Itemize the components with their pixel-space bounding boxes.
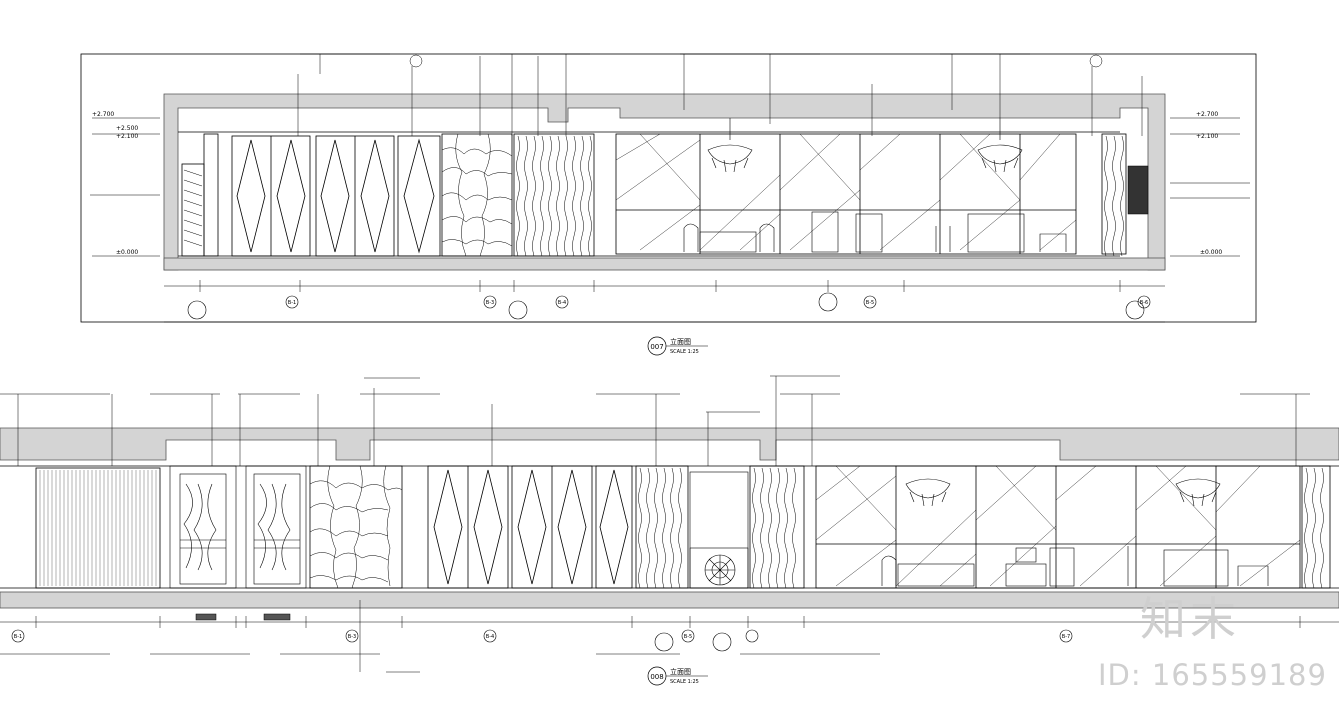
wave-texture-panel-2 bbox=[1101, 133, 1149, 257]
rosette-ornament bbox=[689, 471, 749, 589]
dimension-lines-top bbox=[164, 280, 1165, 323]
svg-text:B-4: B-4 bbox=[558, 300, 566, 306]
elevation-008-title: 008 立面图 SCALE 1:25 bbox=[647, 666, 708, 686]
elevation-007 bbox=[80, 53, 1257, 323]
stone-mosaic-panel-bottom bbox=[309, 465, 403, 589]
watermark-id: ID: 165559189 bbox=[1098, 658, 1327, 692]
svg-text:B-5: B-5 bbox=[866, 300, 874, 306]
svg-text:B-3: B-3 bbox=[486, 300, 494, 306]
svg-text:B-7: B-7 bbox=[1062, 634, 1070, 640]
chandelier-icon bbox=[707, 118, 1023, 173]
mirror-wall-bottom bbox=[815, 465, 1301, 589]
svg-text:+2.700: +2.700 bbox=[1196, 111, 1218, 118]
decorative-panel-left bbox=[183, 169, 203, 247]
section-tag-labels-top: B-1 B-3 B-4 B-5 B-6 bbox=[288, 300, 1148, 306]
dimension-lines-bottom bbox=[0, 600, 1339, 673]
carved-doors bbox=[169, 465, 307, 589]
svg-text:B-4: B-4 bbox=[486, 634, 494, 640]
ceiling-soffit bbox=[163, 93, 1166, 271]
stone-mosaic-panel bbox=[441, 133, 513, 257]
elevation-008-title-text: 立面图 bbox=[670, 667, 691, 676]
elevation-008-scale: SCALE 1:25 bbox=[670, 679, 699, 685]
ceiling-soffit-bottom bbox=[0, 427, 1339, 461]
mirror-wall bbox=[615, 133, 1077, 255]
floor-band bbox=[163, 257, 1166, 271]
level-markers-top bbox=[90, 117, 1250, 257]
elevation-008-number: 008 bbox=[650, 673, 663, 681]
watermark-logo: 知末 bbox=[1140, 592, 1240, 646]
chandelier-icon bbox=[905, 478, 1221, 507]
svg-text:B-5: B-5 bbox=[684, 634, 692, 640]
floor-band-bottom bbox=[0, 591, 1339, 609]
elevation-007-title-text: 立面图 bbox=[670, 337, 691, 346]
svg-text:B-6: B-6 bbox=[1140, 300, 1148, 306]
svg-text:B-1: B-1 bbox=[14, 634, 22, 640]
glass-door-set-bottom bbox=[427, 465, 633, 589]
furniture-outline bbox=[683, 211, 1067, 253]
furniture-outline-bottom bbox=[881, 546, 1269, 587]
elevation-007-scale: SCALE 1:25 bbox=[670, 349, 699, 355]
elevation-007-title: 007 立面图 SCALE 1:25 bbox=[647, 336, 708, 356]
wave-texture-panel-bottom-3 bbox=[1301, 465, 1331, 589]
svg-text:±0.000: ±0.000 bbox=[1200, 249, 1222, 256]
level-labels-top: +2.700 +2.500 +2.100 ±0.000 +2.700 +2.10… bbox=[92, 111, 1222, 256]
section-tags-top bbox=[187, 292, 1151, 320]
svg-text:B-3: B-3 bbox=[348, 634, 356, 640]
elevation-007-number: 007 bbox=[650, 343, 663, 351]
svg-text:+2.100: +2.100 bbox=[1196, 133, 1218, 140]
elevation-008 bbox=[0, 375, 1339, 673]
svg-text:+2.100: +2.100 bbox=[116, 133, 138, 140]
annotation-leaders-bottom bbox=[0, 375, 1310, 466]
svg-text:+2.500: +2.500 bbox=[116, 125, 138, 132]
glass-door-set bbox=[231, 135, 441, 257]
section-tags-bottom bbox=[11, 629, 1073, 652]
svg-text:±0.000: ±0.000 bbox=[116, 249, 138, 256]
svg-text:B-1: B-1 bbox=[288, 300, 296, 306]
section-tag-labels-bottom: B-1 B-3 B-4 B-5 B-7 bbox=[14, 634, 1070, 640]
fabric-panel bbox=[35, 467, 161, 589]
svg-text:+2.700: +2.700 bbox=[92, 111, 114, 118]
wave-texture-panel-1 bbox=[513, 133, 595, 257]
annotation-leaders-top bbox=[297, 53, 1143, 136]
wave-texture-panel-bottom-1 bbox=[635, 465, 689, 589]
wave-texture-panel-bottom-2 bbox=[749, 465, 805, 589]
